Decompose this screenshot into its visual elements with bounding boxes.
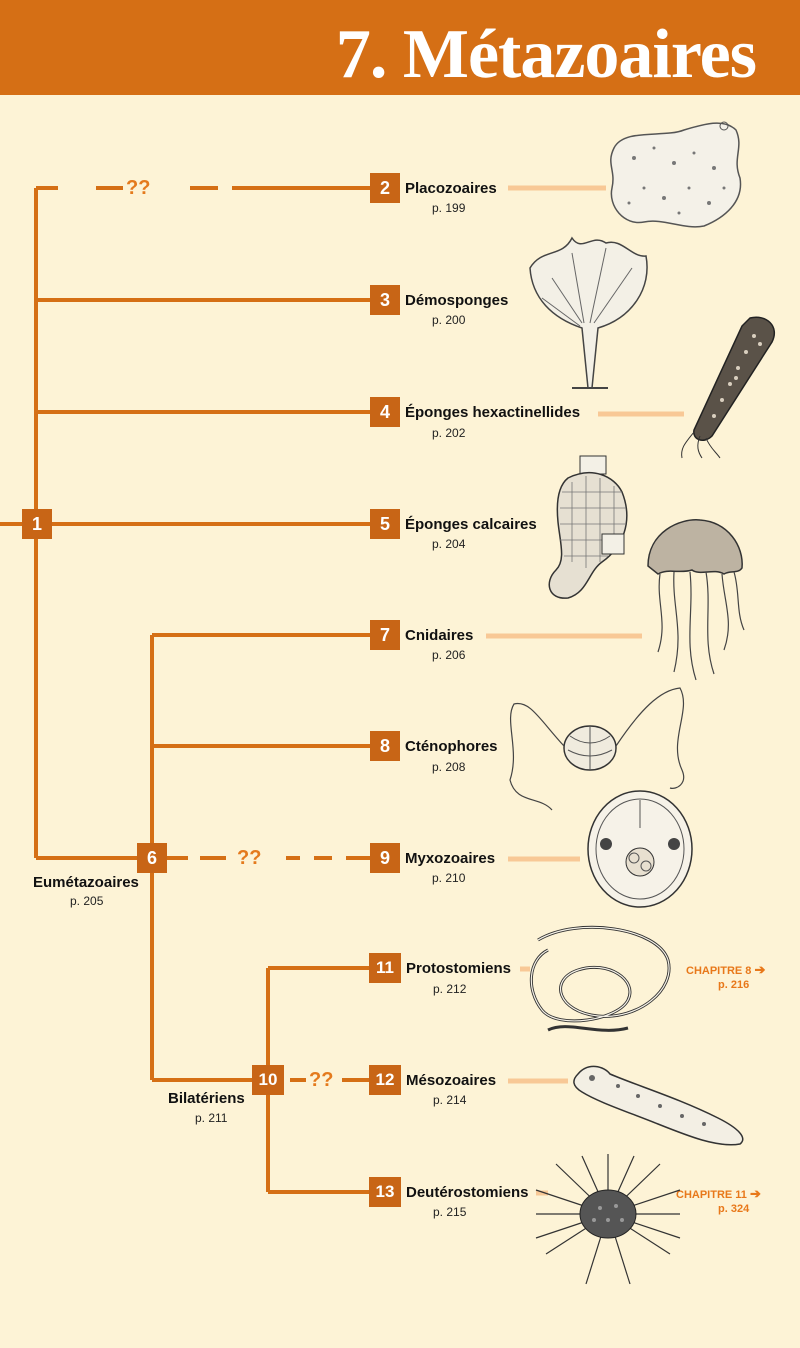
taxon-9-box: 9 bbox=[370, 843, 400, 873]
taxon-9-name: Myxozoaires bbox=[405, 850, 496, 867]
taxon-5-name: Éponges calcaires bbox=[405, 516, 537, 533]
node-6-box: 6 bbox=[137, 843, 167, 873]
taxon-7-name: Cnidaires bbox=[405, 627, 474, 644]
taxon-2-name: Placozoaires bbox=[405, 180, 497, 197]
mesozoan-illustration bbox=[573, 1065, 744, 1146]
chapter-8-label: CHAPITRE 8 bbox=[686, 965, 752, 977]
taxon-13-page: p. 215 bbox=[433, 1205, 467, 1219]
chapter-8-page: p. 216 bbox=[718, 979, 750, 991]
taxon-12-page: p. 214 bbox=[433, 1093, 467, 1107]
myxozoa-spore-illustration bbox=[587, 790, 693, 908]
taxon-11-name: Protostomiens bbox=[406, 960, 512, 977]
arrow-right-icon: ➔ bbox=[754, 962, 766, 977]
taxon-2-box: 2 bbox=[370, 173, 400, 203]
taxon-3-page: p. 200 bbox=[432, 313, 466, 327]
demosponge-illustration bbox=[529, 236, 648, 389]
chapter-11-link[interactable]: CHAPITRE 11 ➔ bbox=[676, 1186, 761, 1202]
node-bilateria-name: Bilatériens bbox=[168, 1090, 245, 1107]
taxon-12-box: 12 bbox=[369, 1065, 401, 1095]
arrow-right-icon: ➔ bbox=[749, 1186, 761, 1201]
taxon-3-box: 3 bbox=[370, 285, 400, 315]
taxon-9-page: p. 210 bbox=[432, 871, 466, 885]
taxon-11-page: p. 212 bbox=[433, 982, 467, 996]
glass-sponge-illustration bbox=[681, 316, 775, 459]
page-title: 7. Métazoaires bbox=[335, 16, 757, 93]
taxon-13-box: 13 bbox=[369, 1177, 401, 1207]
taxon-4-box: 4 bbox=[370, 397, 400, 427]
taxon-7-page: p. 206 bbox=[432, 648, 466, 662]
taxon-5-box: 5 bbox=[370, 509, 400, 539]
placozoa-illustration bbox=[610, 121, 742, 228]
taxon-13-name: Deutérostomiens bbox=[406, 1184, 529, 1201]
jellyfish-illustration bbox=[647, 519, 745, 681]
taxon-8-page: p. 208 bbox=[432, 760, 466, 774]
chapter-11-page: p. 324 bbox=[718, 1203, 750, 1215]
chapter-8-link[interactable]: CHAPITRE 8 ➔ bbox=[686, 962, 765, 978]
unknown-marker-placozoa: ?? bbox=[123, 177, 154, 199]
taxon-11-box: 11 bbox=[369, 953, 401, 983]
unknown-marker-mesozoa: ?? bbox=[306, 1069, 337, 1091]
node-bilateria-page: p. 211 bbox=[195, 1111, 228, 1125]
nematode-illustration bbox=[529, 925, 671, 1032]
chapter-11-label: CHAPITRE 11 bbox=[676, 1189, 747, 1201]
ctenophore-illustration bbox=[509, 687, 685, 811]
taxon-2-page: p. 199 bbox=[432, 201, 466, 215]
taxon-4-name: Éponges hexactinellides bbox=[405, 404, 581, 421]
node-eumetazoa-name: Eumétazoaires bbox=[33, 874, 139, 891]
taxon-3-name: Démosponges bbox=[405, 292, 509, 309]
node-10-box: 10 bbox=[252, 1065, 284, 1095]
taxon-12-name: Mésozoaires bbox=[406, 1072, 497, 1089]
calcareous-sponge-illustration bbox=[548, 455, 628, 599]
taxon-8-name: Cténophores bbox=[405, 738, 498, 755]
sea-urchin-illustration bbox=[535, 1154, 681, 1285]
node-eumetazoa-page: p. 205 bbox=[70, 894, 104, 908]
node-1-box: 1 bbox=[22, 509, 52, 539]
unknown-marker-myxozoa: ?? bbox=[234, 847, 265, 869]
taxon-5-page: p. 204 bbox=[432, 537, 466, 551]
taxon-8-box: 8 bbox=[370, 731, 400, 761]
header-band: 7. Métazoaires bbox=[0, 0, 800, 95]
taxon-4-page: p. 202 bbox=[432, 426, 466, 440]
taxon-7-box: 7 bbox=[370, 620, 400, 650]
